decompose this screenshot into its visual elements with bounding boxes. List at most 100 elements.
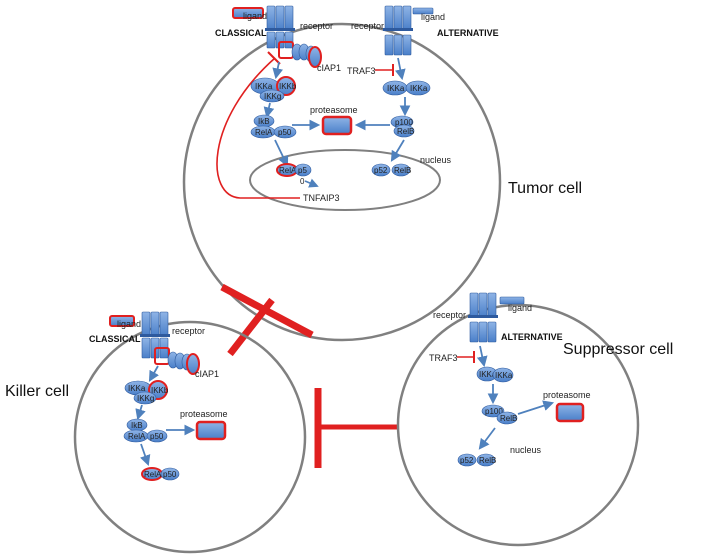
tumor-receptor-classical-label: receptor [300, 21, 333, 31]
tumor-ikkb-label: IKKb [279, 82, 297, 91]
suppressor-nuc-p52-label: p52 [460, 456, 474, 465]
killer-arrow-ikk-ikb [135, 404, 146, 421]
tumor-ligand-alternative-label: ligand [421, 12, 445, 22]
suppressor-p100-label: p100 [485, 407, 503, 416]
suppressor-nuc-p52 [457, 453, 477, 467]
tumor-cell-membrane [182, 22, 502, 342]
suppressor-nucleus-label: nucleus [510, 445, 542, 455]
suppressor-ikka-2 [492, 367, 514, 383]
suppressor-p100 [481, 404, 505, 418]
killer-cell: ligand CLASSICAL receptor cIAP1 IKKa IKK… [5, 311, 307, 554]
killer-arrow-to-nucleus [140, 443, 151, 467]
suppressor-arrow-to-nucleus [478, 427, 496, 450]
killer-ciap1-label: cIAP1 [195, 369, 219, 379]
killer-nuc-p50-label: p50 [163, 470, 177, 479]
tumor-cell-label: Tumor cell [508, 180, 582, 197]
killer-nuc-p50 [160, 467, 180, 481]
suppressor-cell: ligand receptor ALTERNATIVE TRAF3 IKKa I… [396, 292, 673, 547]
tumor-traf3-label: TRAF3 [347, 66, 376, 76]
tumor-nuc-p50-label-a: p5 [298, 166, 307, 175]
tumor-ikka-label: IKKa [255, 82, 273, 91]
tumor-arrow-cyto-nucleus-alt [390, 139, 405, 162]
killer-arrow-complex-ikk [148, 365, 159, 382]
killer-nuc-rela-label: RelA [144, 470, 162, 479]
tumor-nuc-p52-label: p52 [374, 166, 388, 175]
tumor-ikka-alt-2-label: IKKa [410, 84, 428, 93]
tumor-arrow-receptor-ikka-alt [395, 57, 406, 81]
suppressor-nuc-relb [476, 453, 496, 467]
tumor-relb-label: RelB [397, 127, 414, 136]
tumor-killer-inhibition [220, 283, 314, 357]
tumor-ikkg [259, 89, 285, 103]
tumor-p100-label: p100 [395, 118, 413, 127]
tumor-proteasome-label: proteasome [310, 105, 358, 115]
killer-proteasome [195, 420, 227, 441]
tumor-nucleus-label: nucleus [420, 155, 452, 165]
killer-p50-label: p50 [150, 432, 164, 441]
tumor-proteasome [321, 115, 353, 136]
tumor-receptor-classical [265, 5, 295, 49]
killer-receptor [140, 311, 170, 359]
suppressor-ligand-label: ligand [508, 303, 532, 313]
tumor-ligand-classical [232, 7, 264, 19]
killer-rela-label: RelA [128, 432, 146, 441]
suppressor-nuc-relb-label: RelB [479, 456, 496, 465]
suppressor-cell-label: Suppressor cell [563, 341, 673, 358]
tumor-rela-label: RelA [255, 128, 273, 137]
suppressor-ikka-2-label: IKKa [495, 371, 513, 380]
tumor-feedback-bar [267, 51, 281, 65]
suppressor-relb [496, 411, 518, 425]
suppressor-alternative-label: ALTERNATIVE [501, 332, 563, 342]
suppressor-receptor [468, 292, 498, 343]
suppressor-proteasome [555, 402, 585, 423]
tumor-ikkg-label: IKKg [264, 92, 281, 101]
tumor-ligand-alternative [412, 7, 434, 15]
killer-ligand [109, 315, 135, 327]
suppressor-arrow-receptor-ikka [476, 345, 488, 368]
tumor-alternative-label: ALTERNATIVE [437, 28, 499, 38]
killer-ikkb-label: IKKb [151, 386, 169, 395]
tumor-ciap1 [308, 46, 322, 68]
tumor-nuc-relb-label: RelB [394, 166, 411, 175]
killer-proteasome-label: proteasome [180, 409, 228, 419]
tumor-arrow-complex-ikk [272, 61, 283, 80]
tumor-ikka-alt-2 [405, 80, 431, 96]
killer-ikkg [133, 391, 157, 405]
suppressor-killer-inhibition [314, 388, 398, 468]
tumor-ligand-classical-label: ligand [243, 11, 267, 21]
killer-ciap1 [186, 353, 200, 375]
suppressor-proteasome-label: proteasome [543, 390, 591, 400]
tumor-ciap1-label: cIAP1 [317, 63, 341, 73]
tumor-ikb-label: IkB [258, 117, 270, 126]
tumor-ikkb [276, 76, 296, 96]
killer-ikkg-label: IKKg [137, 394, 154, 403]
tumor-p50-label: p50 [278, 128, 292, 137]
tumor-arrow-cyto-nucleus-classical [274, 139, 289, 167]
tumor-receptor-alternative [383, 5, 413, 56]
tumor-nuc-p52 [371, 163, 391, 177]
suppressor-ikka-1-label: IKKa [479, 370, 497, 379]
tumor-nuc-p50 [294, 163, 312, 177]
tumor-nuc-p50-label-b: 0 [300, 177, 305, 186]
tumor-classical-label: CLASSICAL [215, 28, 267, 38]
tumor-tnfaip3-label: TNFAIP3 [303, 193, 340, 203]
suppressor-ligand [499, 296, 525, 305]
suppressor-cell-membrane [396, 303, 640, 547]
tumor-relb [393, 124, 415, 138]
tumor-nuc-rela-label: RelA [279, 166, 297, 175]
tumor-cell: ligand CLASSICAL receptor cIAP1 IKKa IKK… [182, 5, 582, 342]
killer-cell-label: Killer cell [5, 383, 69, 400]
tumor-p50 [273, 125, 297, 139]
tumor-nuc-relb [391, 163, 411, 177]
tumor-receptor-alternative-label: receptor [351, 21, 384, 31]
suppressor-arrow-p100-proteasome [517, 400, 555, 415]
killer-p50 [146, 429, 168, 443]
killer-ligand-label: ligand [117, 319, 141, 329]
tumor-nucleus [249, 149, 441, 211]
killer-classical-label: CLASSICAL [89, 334, 141, 344]
tumor-tnfaip3-feedback [216, 57, 300, 199]
suppressor-traf3-label: TRAF3 [429, 353, 458, 363]
killer-ikka-label: IKKa [128, 384, 146, 393]
tumor-arrow-ikk-ikb [263, 102, 275, 119]
